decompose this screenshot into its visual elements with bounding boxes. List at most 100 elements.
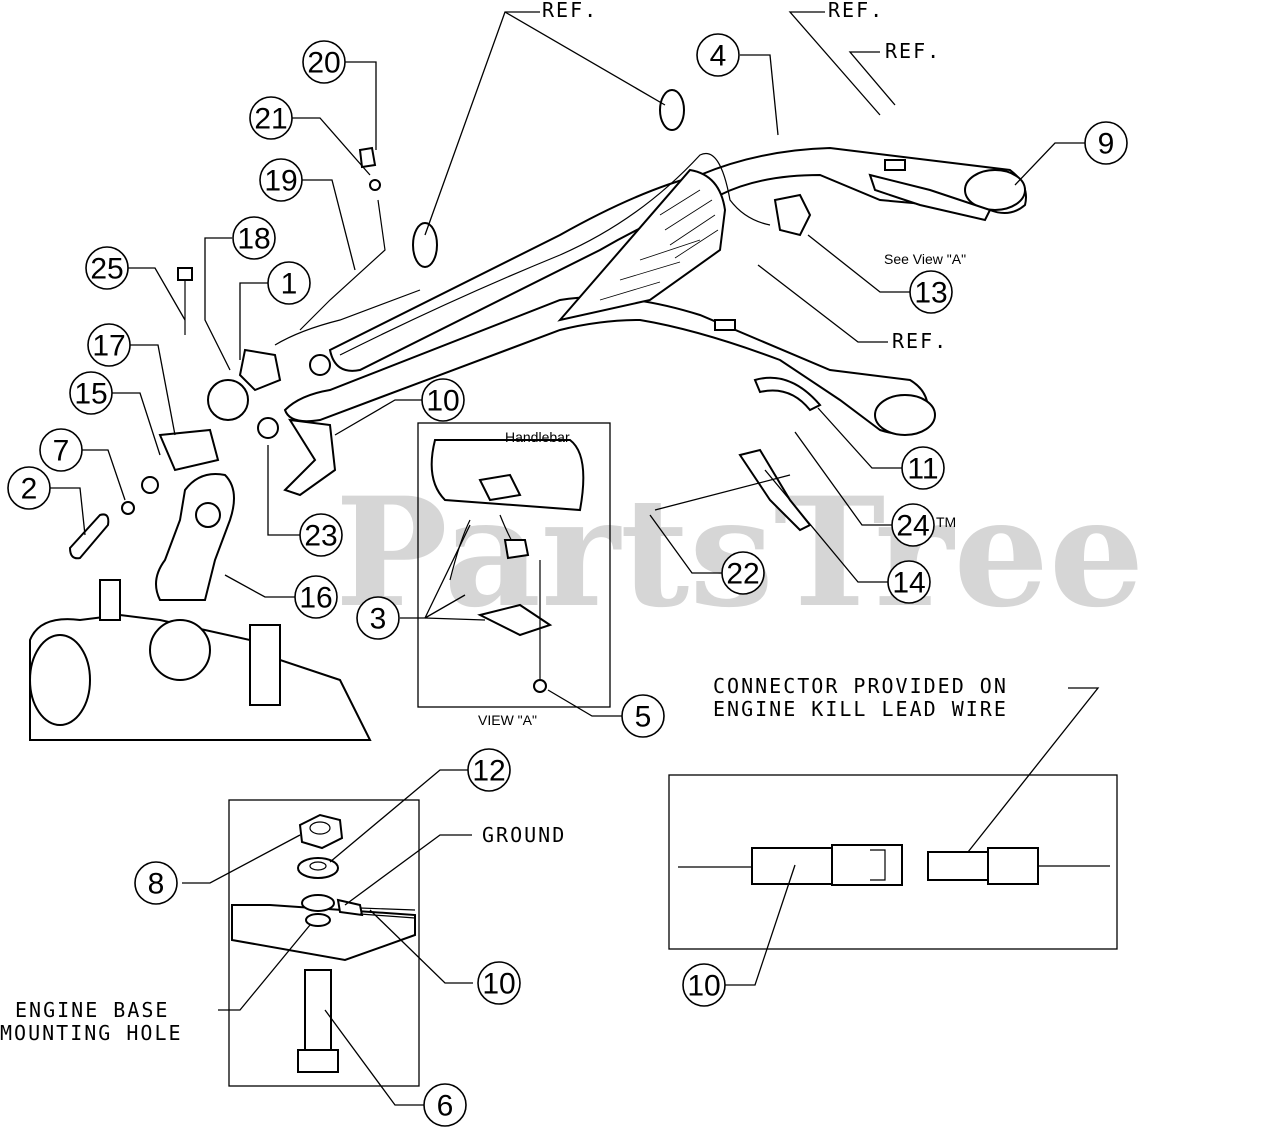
callout-number: 2 xyxy=(21,473,38,506)
ref-label-4: REF. xyxy=(892,329,948,353)
view-a-label: VIEW "A" xyxy=(478,712,537,728)
callout-circle xyxy=(621,694,665,738)
callout-number: 18 xyxy=(237,223,270,256)
callout-number: 14 xyxy=(892,567,925,600)
callout-c9: 9 xyxy=(1084,121,1128,165)
callout-circle xyxy=(909,270,953,314)
handlebar-label: Handlebar xyxy=(505,429,570,445)
ground-detail xyxy=(228,799,420,1087)
callout-circle xyxy=(901,446,945,490)
callout-circle xyxy=(477,961,521,1005)
ref-label-2: REF. xyxy=(828,0,884,22)
callout-circle xyxy=(87,323,131,367)
callout-c18: 18 xyxy=(232,216,276,260)
view-a-frame xyxy=(417,422,611,708)
callout-number: 23 xyxy=(304,520,337,553)
callout-number: 15 xyxy=(74,378,107,411)
callout-circle xyxy=(294,575,338,619)
engine-and-cable-parts xyxy=(29,89,685,741)
callout-c17: 17 xyxy=(87,323,131,367)
connector-note-line1: CONNECTOR PROVIDED ON xyxy=(713,674,1008,698)
callout-c5: 5 xyxy=(621,694,665,738)
handlebar-assembly xyxy=(257,146,1027,532)
callout-c16: 16 xyxy=(294,575,338,619)
callout-circle xyxy=(356,596,400,640)
callout-c10b: 10 xyxy=(477,961,521,1005)
callout-number: 17 xyxy=(92,330,125,363)
callout-c24: 24 xyxy=(891,503,935,547)
view-a-detail: Handlebar VIEW "A" xyxy=(417,422,611,728)
callout-c11: 11 xyxy=(901,446,945,490)
callout-number: 12 xyxy=(472,755,505,788)
connector-detail xyxy=(668,774,1118,950)
callout-circle xyxy=(891,503,935,547)
callout-c4: 4 xyxy=(696,33,740,77)
callout-c10c: 10 xyxy=(682,963,726,1007)
callout-number: 5 xyxy=(635,701,652,734)
callout-circle xyxy=(887,560,931,604)
callout-number: 8 xyxy=(148,868,165,901)
callout-circle xyxy=(249,96,293,140)
ref-label-3: REF. xyxy=(885,39,941,63)
ground-detail-frame xyxy=(228,799,420,1087)
callout-c10a: 10 xyxy=(421,378,465,422)
callout-c22: 22 xyxy=(721,551,765,595)
callout-circle xyxy=(1084,121,1128,165)
callout-c19: 19 xyxy=(259,158,303,202)
callout-circle xyxy=(467,748,511,792)
callout-circle xyxy=(682,963,726,1007)
callout-c15: 15 xyxy=(69,371,113,415)
callout-circle xyxy=(7,466,51,510)
callout-circle xyxy=(721,551,765,595)
see-view-a-label: See View "A" xyxy=(884,251,966,267)
callout-c2: 2 xyxy=(7,466,51,510)
callout-circle xyxy=(232,216,276,260)
callout-circle xyxy=(423,1083,467,1127)
callout-number: 1 xyxy=(281,268,298,301)
callout-c25: 25 xyxy=(85,246,129,290)
callout-number: 22 xyxy=(726,558,759,591)
callout-circle xyxy=(267,261,311,305)
trademark-mark: TM xyxy=(936,514,956,530)
callout-number: 24 xyxy=(896,510,929,543)
engine-base-line2: MOUNTING HOLE xyxy=(0,1021,183,1045)
callout-number: 20 xyxy=(307,47,340,80)
callout-circle xyxy=(85,246,129,290)
connector-detail-frame xyxy=(668,774,1118,950)
callout-number: 4 xyxy=(710,40,727,73)
callout-c8: 8 xyxy=(134,861,178,905)
callout-c23: 23 xyxy=(299,513,343,557)
callout-c1: 1 xyxy=(267,261,311,305)
callout-c13: 13 xyxy=(909,270,953,314)
callout-number: 16 xyxy=(299,582,332,615)
callout-number: 19 xyxy=(264,165,297,198)
callout-number: 7 xyxy=(53,435,70,468)
callout-circle xyxy=(39,428,83,472)
leader-lines xyxy=(50,11,1100,1106)
callout-c21: 21 xyxy=(249,96,293,140)
callout-c20: 20 xyxy=(302,40,346,84)
callout-number: 11 xyxy=(907,453,938,486)
callout-circle xyxy=(134,861,178,905)
callout-number: 21 xyxy=(254,103,287,136)
callout-circle xyxy=(299,513,343,557)
callout-number: 10 xyxy=(482,968,515,1001)
ground-label: GROUND xyxy=(482,823,566,847)
callout-circle xyxy=(302,40,346,84)
callout-number: 10 xyxy=(426,385,459,418)
callout-number: 6 xyxy=(437,1090,454,1123)
callout-c6: 6 xyxy=(423,1083,467,1127)
callout-c7: 7 xyxy=(39,428,83,472)
callout-c3: 3 xyxy=(356,596,400,640)
callout-number: 13 xyxy=(914,277,947,310)
callout-circle xyxy=(421,378,465,422)
callout-c14: 14 xyxy=(887,560,931,604)
callout-number: 25 xyxy=(90,253,123,286)
engine-base-line1: ENGINE BASE xyxy=(15,998,169,1022)
callout-circle xyxy=(696,33,740,77)
callout-circle xyxy=(69,371,113,415)
connector-note-line2: ENGINE KILL LEAD WIRE xyxy=(713,697,1008,721)
callout-number: 9 xyxy=(1098,128,1115,161)
